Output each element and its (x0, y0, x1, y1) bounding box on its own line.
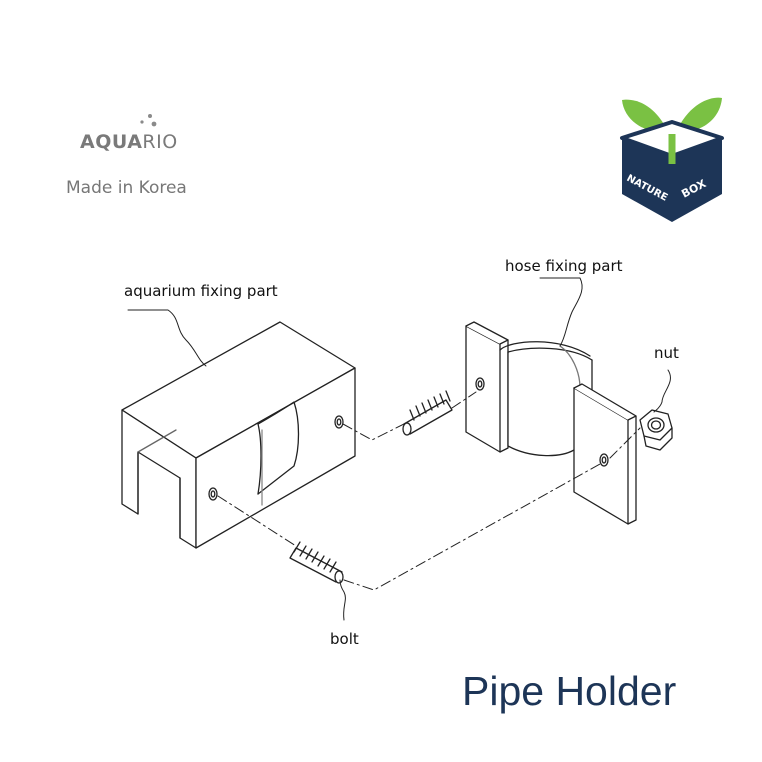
label-bolt: bolt (330, 630, 359, 648)
nature-box-logo: NATURE BOX (620, 97, 724, 222)
upper-bolt (402, 390, 453, 436)
label-nut: nut (654, 344, 679, 362)
label-hose-fixing-part: hose fixing part (505, 257, 623, 275)
brand-name-aqua: AQUA (80, 131, 143, 153)
page-title: Pipe Holder (462, 668, 677, 714)
left-leaf-icon (622, 99, 668, 133)
hose-fixing-part (465, 321, 637, 525)
brand-name-rio: RIO (142, 131, 178, 153)
right-leaf-icon (676, 97, 722, 133)
brand-name: AQUARIO (80, 131, 178, 153)
label-aquarium-fixing-part: aquarium fixing part (124, 282, 278, 300)
leader-lines (127, 277, 671, 621)
assembly-lines (217, 391, 641, 591)
box-icon: NATURE BOX (620, 120, 724, 222)
tagline: Made in Korea (66, 178, 187, 198)
nut-part (639, 409, 673, 451)
aquarium-fixing-part (121, 321, 356, 549)
bubbles-icon (140, 114, 157, 127)
lower-bolt (289, 541, 344, 584)
